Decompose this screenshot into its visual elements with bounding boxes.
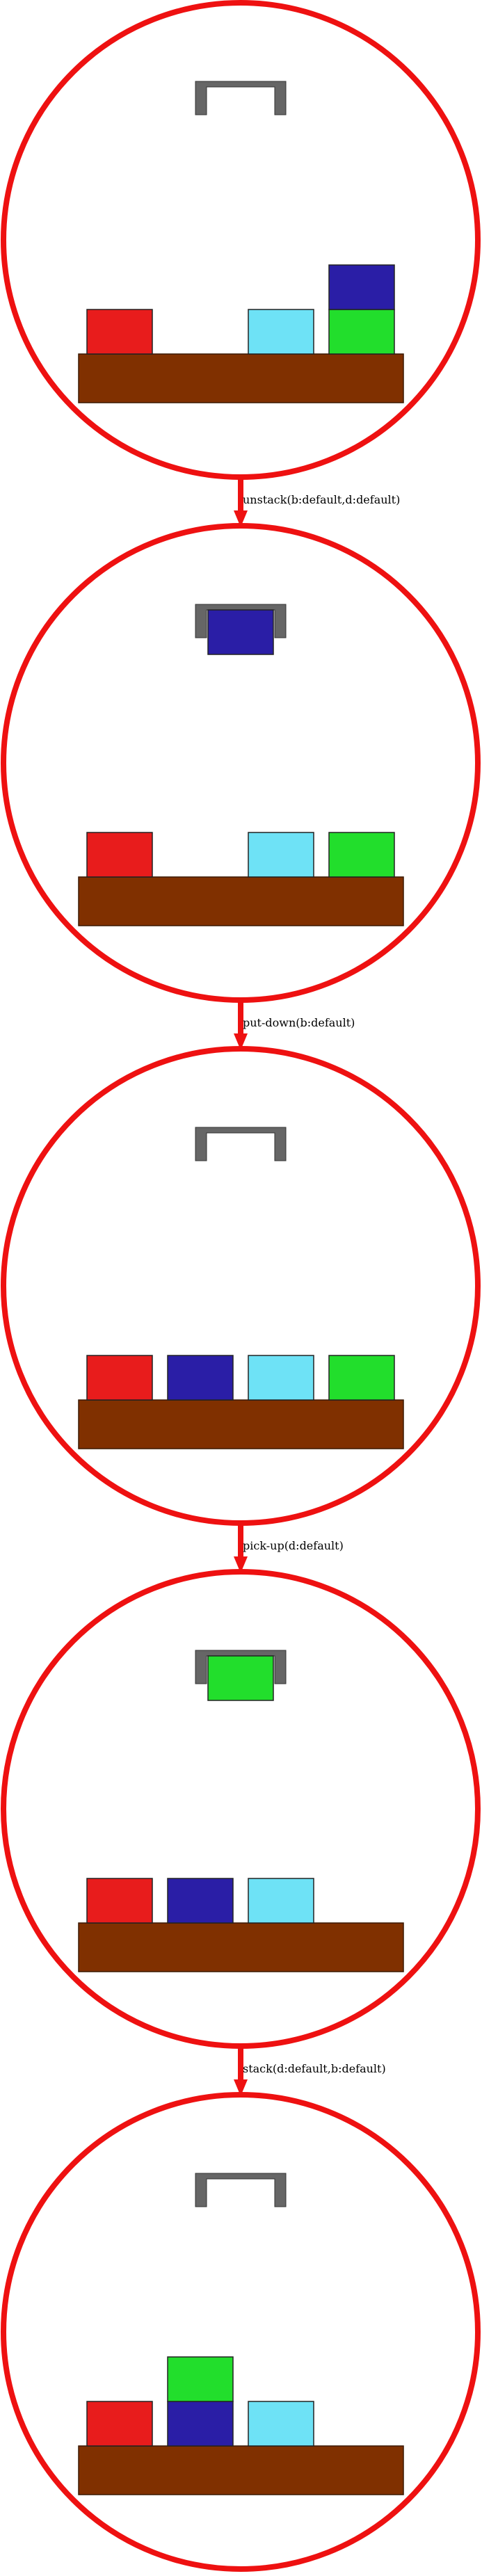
state-2 <box>1 523 481 1003</box>
arrow-head <box>234 510 248 527</box>
transition-4: stack(d:default,b:default) <box>234 2046 386 2096</box>
state-circle <box>1 1569 481 2049</box>
block-b <box>328 264 395 310</box>
gripper <box>195 81 287 115</box>
block-c <box>248 1355 314 1401</box>
block-b <box>167 1355 234 1401</box>
block-c <box>248 2401 314 2447</box>
block-a <box>86 309 153 355</box>
state-4 <box>1 1569 481 2049</box>
table <box>78 1922 404 1972</box>
gripper <box>195 604 287 638</box>
block-c <box>248 832 314 878</box>
table <box>78 2445 404 2495</box>
transition-2: put-down(b:default) <box>234 1000 355 1050</box>
action-label: put-down(b:default) <box>243 1016 355 1029</box>
arrow-head <box>234 1033 248 1050</box>
gripper <box>195 1127 287 1161</box>
transition-arrows: unstack(b:default,d:default) put-down(b:d… <box>234 477 400 2096</box>
held-block-d <box>207 1655 274 1701</box>
state-circle <box>1 2092 481 2572</box>
held-block-b <box>207 609 274 655</box>
action-label: pick-up(d:default) <box>243 1539 344 1552</box>
block-c <box>248 309 314 355</box>
state-circle <box>1 0 481 480</box>
table <box>78 353 404 403</box>
transition-1: unstack(b:default,d:default) <box>234 477 400 527</box>
block-b <box>167 2401 234 2447</box>
arrow-head <box>234 2079 248 2096</box>
state-5 <box>1 2092 481 2572</box>
block-b <box>167 1878 234 1924</box>
arrow-head <box>234 1556 248 1573</box>
gripper <box>195 2173 287 2207</box>
action-label: stack(d:default,b:default) <box>243 2062 386 2075</box>
state-1 <box>1 0 481 480</box>
gripper <box>195 1650 287 1684</box>
block-d <box>328 1355 395 1401</box>
table <box>78 876 404 926</box>
table <box>78 1399 404 1449</box>
block-a <box>86 2401 153 2447</box>
state-circle <box>1 523 481 1003</box>
state-3 <box>1 1046 481 1526</box>
block-c <box>248 1878 314 1924</box>
block-a <box>86 832 153 878</box>
action-label: unstack(b:default,d:default) <box>243 493 400 506</box>
block-a <box>86 1355 153 1401</box>
block-d <box>328 832 395 878</box>
block-d <box>167 2356 234 2402</box>
transition-3: pick-up(d:default) <box>234 1523 344 1573</box>
state-circle <box>1 1046 481 1526</box>
block-a <box>86 1878 153 1924</box>
block-d <box>328 309 395 355</box>
